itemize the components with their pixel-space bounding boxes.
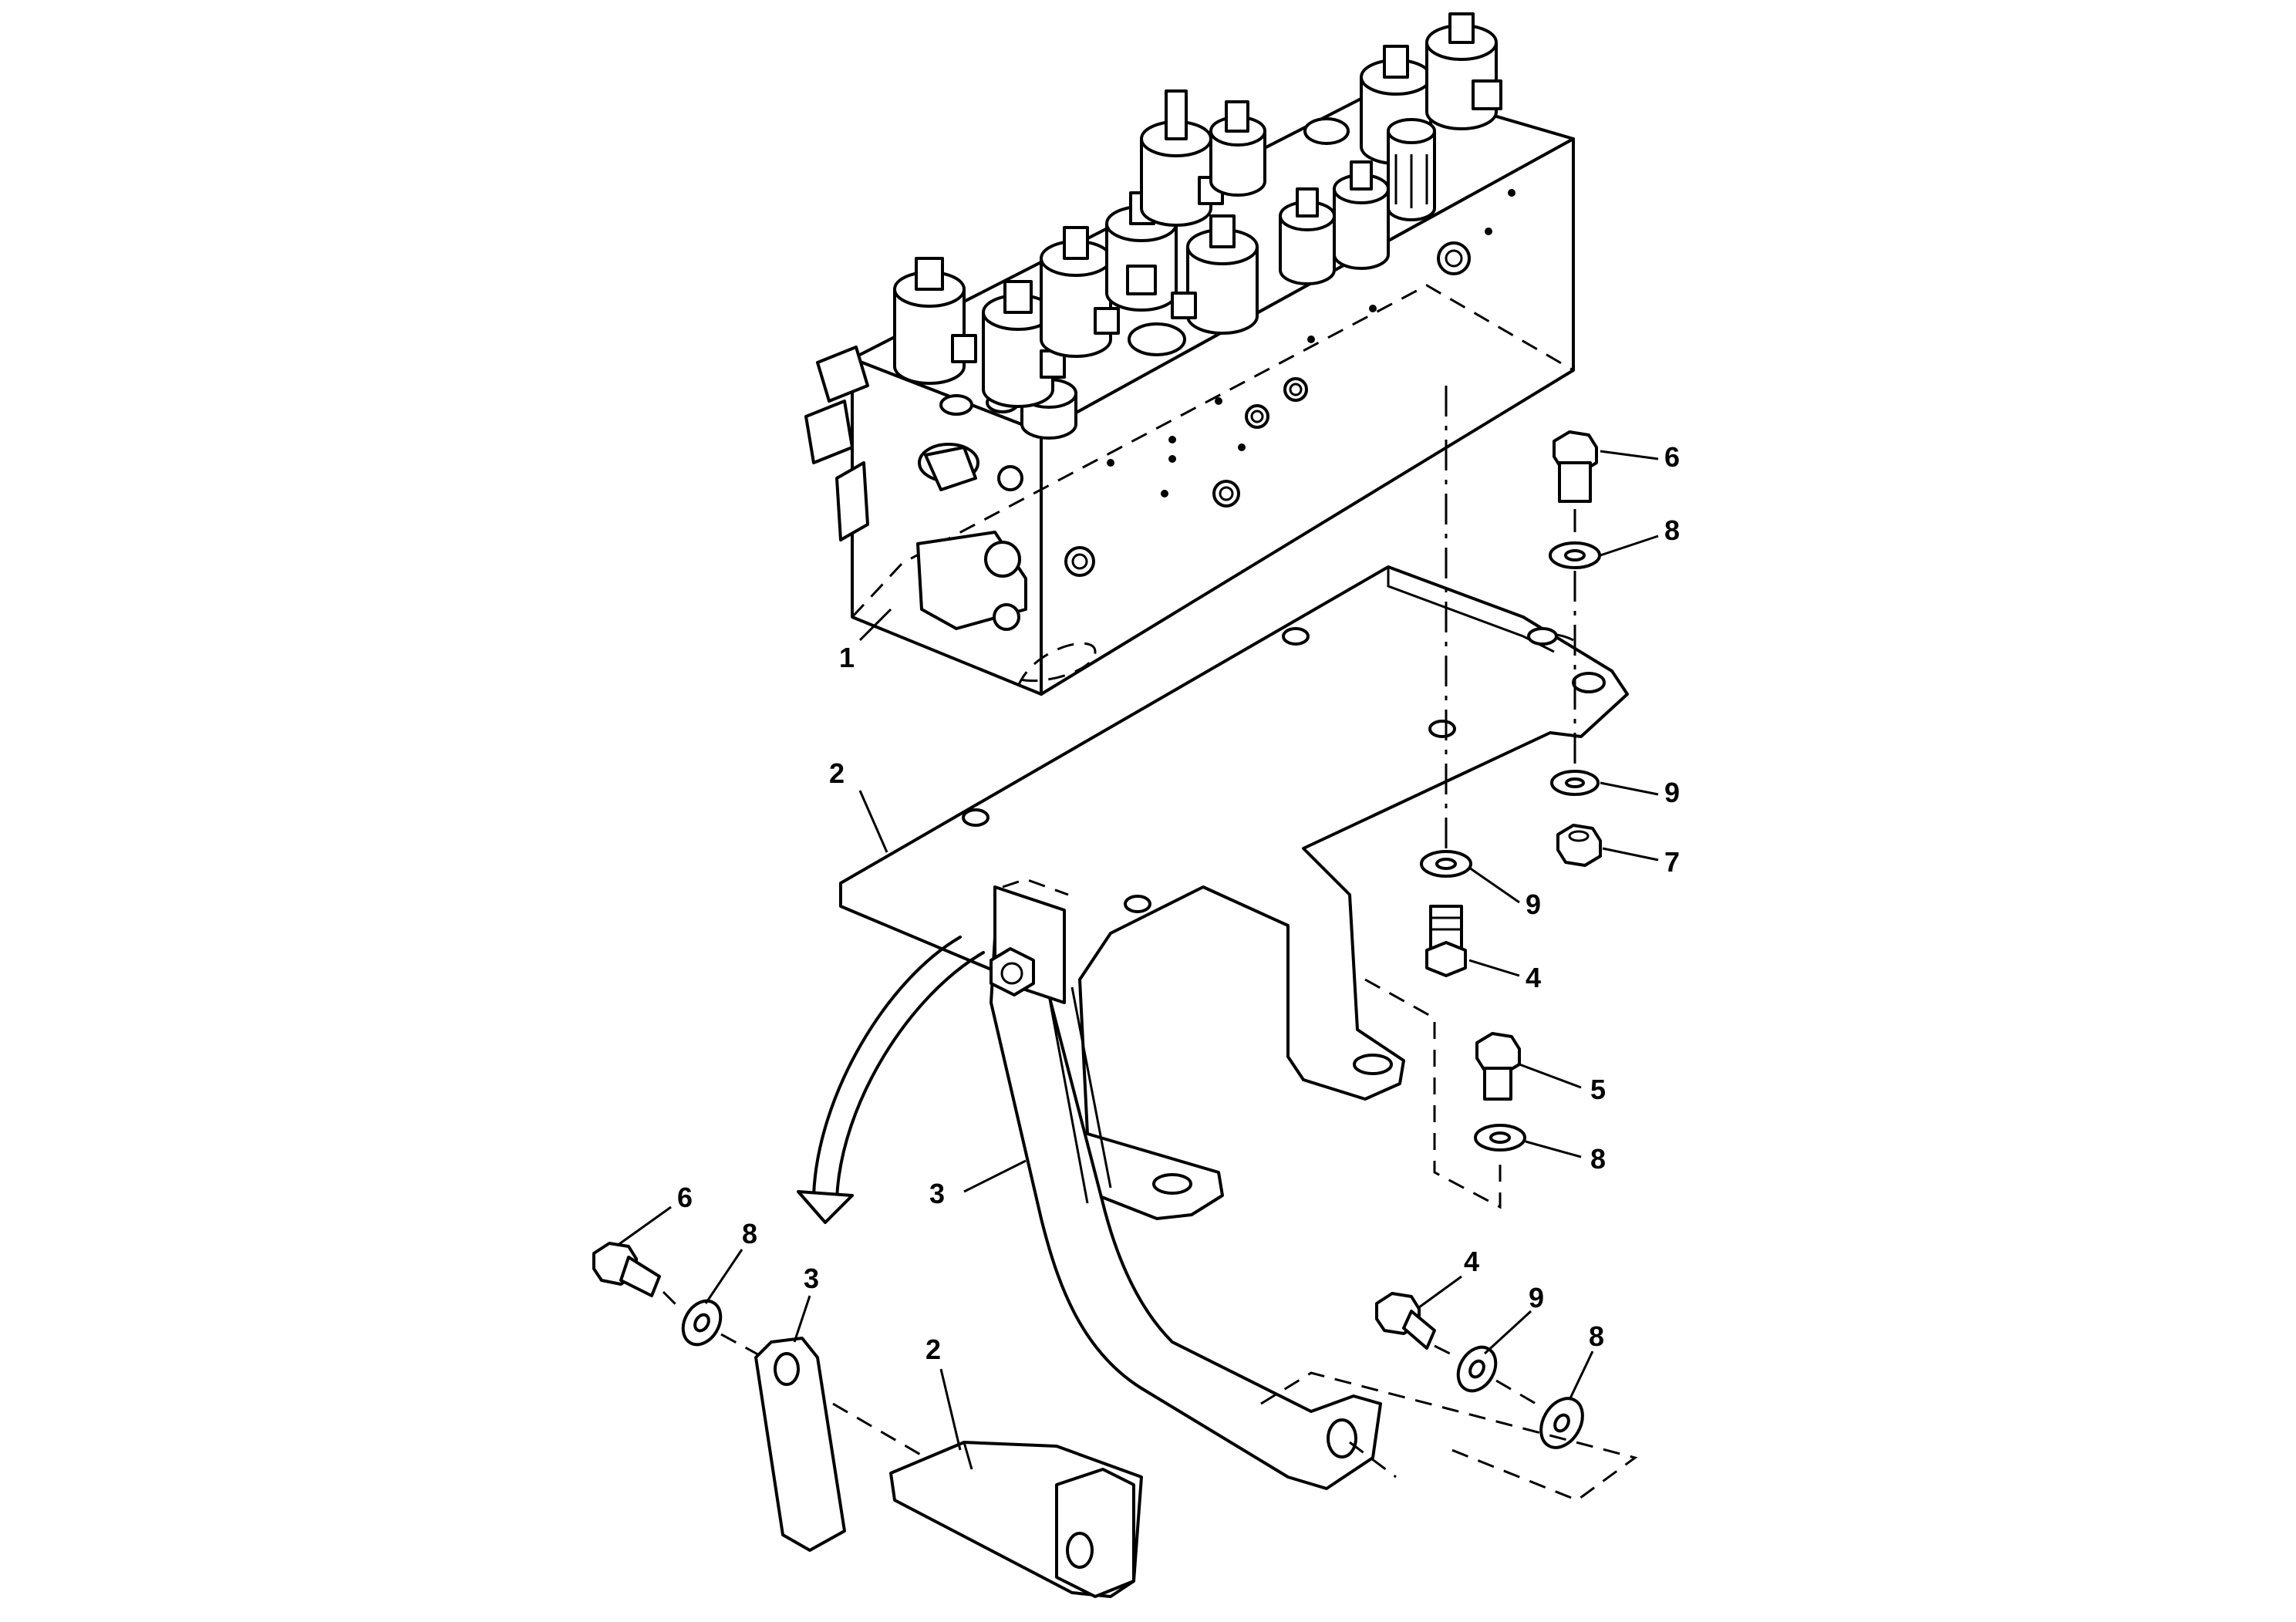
callout-9: 9 [1664, 777, 1680, 808]
callout-6: 6 [677, 1182, 693, 1213]
washer-lower-left [681, 1299, 723, 1347]
washer-lower-right-8 [1539, 1397, 1584, 1449]
washer-mid [1420, 850, 1472, 878]
bracket-lower [889, 1441, 1143, 1598]
solenoid-coils [893, 12, 1502, 408]
callout-2: 2 [925, 1334, 941, 1365]
callout-8: 8 [742, 1218, 757, 1249]
washer-5 [1474, 1124, 1526, 1152]
pedal-arm [990, 878, 1382, 1490]
pedal-arm-end [754, 1337, 846, 1552]
callout-5: 5 [1590, 1074, 1606, 1105]
callout-4: 4 [1526, 962, 1541, 993]
callout-8: 8 [1664, 514, 1680, 546]
callout-8: 8 [1590, 1143, 1606, 1175]
mounting-plate [839, 565, 1629, 1220]
bolt-mid [1425, 905, 1467, 977]
callout-3: 3 [804, 1263, 819, 1294]
nut [1556, 824, 1602, 867]
rotation-arrow [797, 936, 985, 1224]
callout-8: 8 [1589, 1320, 1604, 1352]
callout-1: 1 [839, 642, 855, 673]
bolt-lower-left [592, 1242, 661, 1297]
bolt-5 [1475, 1032, 1521, 1101]
bolt-top [1553, 430, 1598, 532]
callout-9: 9 [1529, 1282, 1544, 1313]
valve-block [804, 12, 1575, 696]
callout-7: 7 [1664, 846, 1680, 878]
callout-6: 6 [1664, 441, 1680, 473]
callout-4: 4 [1464, 1246, 1479, 1277]
callout-9: 9 [1526, 889, 1541, 920]
washer-under-plate [1550, 770, 1600, 796]
bolt-lower-right [1375, 1292, 1436, 1350]
callout-2: 2 [829, 757, 845, 789]
washer-lower-right-9 [1456, 1345, 1498, 1393]
callout-3: 3 [929, 1178, 945, 1209]
callouts: 1 2 6 8 9 7 9 4 5 8 3 6 8 3 2 4 9 [616, 441, 1680, 1451]
washer-top [1549, 541, 1601, 569]
